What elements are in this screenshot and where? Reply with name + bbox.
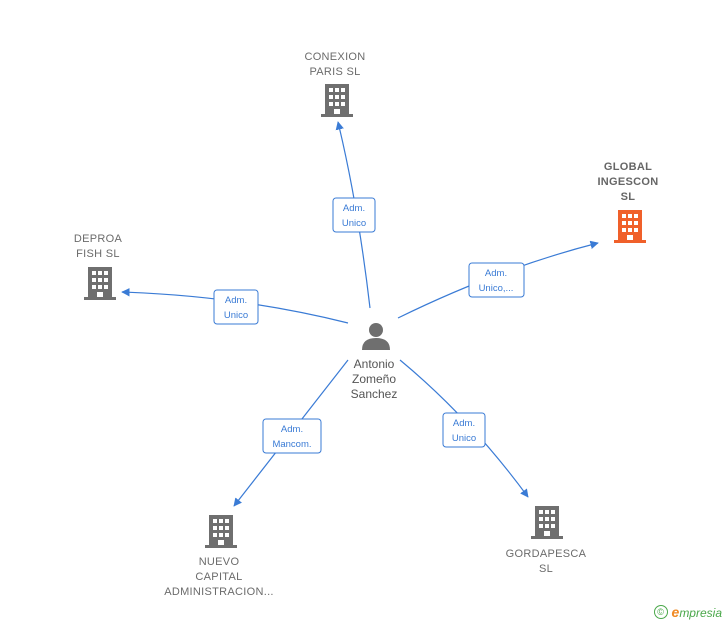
svg-text:Adm.: Adm. [343, 203, 365, 214]
svg-text:SL: SL [539, 563, 553, 575]
svg-text:Adm.: Adm. [485, 268, 507, 279]
svg-text:Unico,...: Unico,... [479, 283, 514, 294]
relation-label-conexion[interactable]: Adm. Unico [332, 197, 376, 233]
company-name-line: GORDAPESCA [506, 548, 587, 560]
svg-text:Unico: Unico [342, 218, 366, 229]
svg-text:ADMINISTRACION...: ADMINISTRACION... [164, 586, 274, 598]
company-name-line: SL [621, 191, 636, 203]
company-name-line: CAPITAL [195, 571, 242, 583]
relation-label-gordapesca[interactable]: Adm. Unico [442, 412, 486, 448]
copyright-icon: © [653, 605, 668, 619]
relation-label-line: Adm. [343, 203, 365, 214]
building-icon [614, 210, 646, 243]
building-icon [321, 84, 353, 117]
svg-text:Sanchez: Sanchez [351, 387, 398, 401]
relation-label-line: Mancom. [272, 439, 311, 450]
company-name-line: CONEXION [304, 51, 365, 63]
company-node-global[interactable]: GLOBAL INGESCON SL [597, 161, 658, 243]
relation-label-deproa[interactable]: Adm. Unico [213, 289, 259, 325]
company-node-gordapesca[interactable]: GORDAPESCA SL [506, 506, 587, 575]
svg-text:Adm.: Adm. [281, 424, 303, 435]
svg-text:GLOBAL: GLOBAL [604, 161, 652, 173]
person-icon [362, 323, 390, 350]
svg-text:Unico: Unico [452, 433, 476, 444]
company-name-line: NUEVO [199, 556, 240, 568]
relation-label-line: Adm. [453, 418, 475, 429]
company-node-conexion[interactable]: CONEXION PARIS SL [304, 51, 365, 117]
svg-text:NUEVO: NUEVO [199, 556, 240, 568]
company-node-nuevo[interactable]: NUEVO CAPITAL ADMINISTRACION... [164, 515, 274, 598]
brand-logo: empresia [672, 604, 722, 620]
company-name-line: ADMINISTRACION... [164, 586, 274, 598]
company-name-line: FISH SL [76, 248, 120, 260]
svg-text:INGESCON: INGESCON [597, 176, 658, 188]
brand-logo-initial: e [671, 604, 680, 620]
company-name-line: PARIS SL [309, 66, 360, 78]
svg-text:DEPROA: DEPROA [74, 233, 123, 245]
relation-label-line: Adm. [281, 424, 303, 435]
company-name-line: SL [539, 563, 553, 575]
person-name-line: Zomeño [352, 372, 396, 386]
building-icon [531, 506, 563, 539]
building-icon [84, 267, 116, 300]
svg-text:PARIS SL: PARIS SL [309, 66, 360, 78]
svg-text:CAPITAL: CAPITAL [195, 571, 242, 583]
svg-text:Adm.: Adm. [453, 418, 475, 429]
relation-label-line: Unico [342, 218, 366, 229]
person-name-line: Antonio [354, 357, 395, 371]
building-icon [205, 515, 237, 548]
company-name-line: DEPROA [74, 233, 123, 245]
svg-text:Mancom.: Mancom. [272, 439, 311, 450]
relation-label-line: Unico,... [479, 283, 514, 294]
svg-text:GORDAPESCA: GORDAPESCA [506, 548, 587, 560]
relation-label-nuevo[interactable]: Adm. Mancom. [262, 418, 322, 454]
person-name-line: Sanchez [351, 387, 398, 401]
relation-label-global[interactable]: Adm. Unico,... [468, 262, 525, 298]
svg-text:Antonio: Antonio [354, 357, 395, 371]
company-name-line: GLOBAL [604, 161, 652, 173]
person-node[interactable]: Antonio Zomeño Sanchez [351, 323, 398, 401]
brand-logo-rest: mpresia [679, 606, 722, 620]
company-name-line: INGESCON [597, 176, 658, 188]
svg-text:CONEXION: CONEXION [304, 51, 365, 63]
relation-label-line: Unico [224, 310, 248, 321]
svg-text:Unico: Unico [224, 310, 248, 321]
brand-watermark: © empresia [653, 604, 722, 620]
relation-label-line: Adm. [225, 295, 247, 306]
relation-label-line: Unico [452, 433, 476, 444]
svg-text:Adm.: Adm. [225, 295, 247, 306]
relation-label-line: Adm. [485, 268, 507, 279]
company-node-deproa[interactable]: DEPROA FISH SL [74, 233, 123, 300]
svg-text:Zomeño: Zomeño [352, 372, 396, 386]
svg-text:FISH SL: FISH SL [76, 248, 120, 260]
svg-text:SL: SL [621, 191, 636, 203]
